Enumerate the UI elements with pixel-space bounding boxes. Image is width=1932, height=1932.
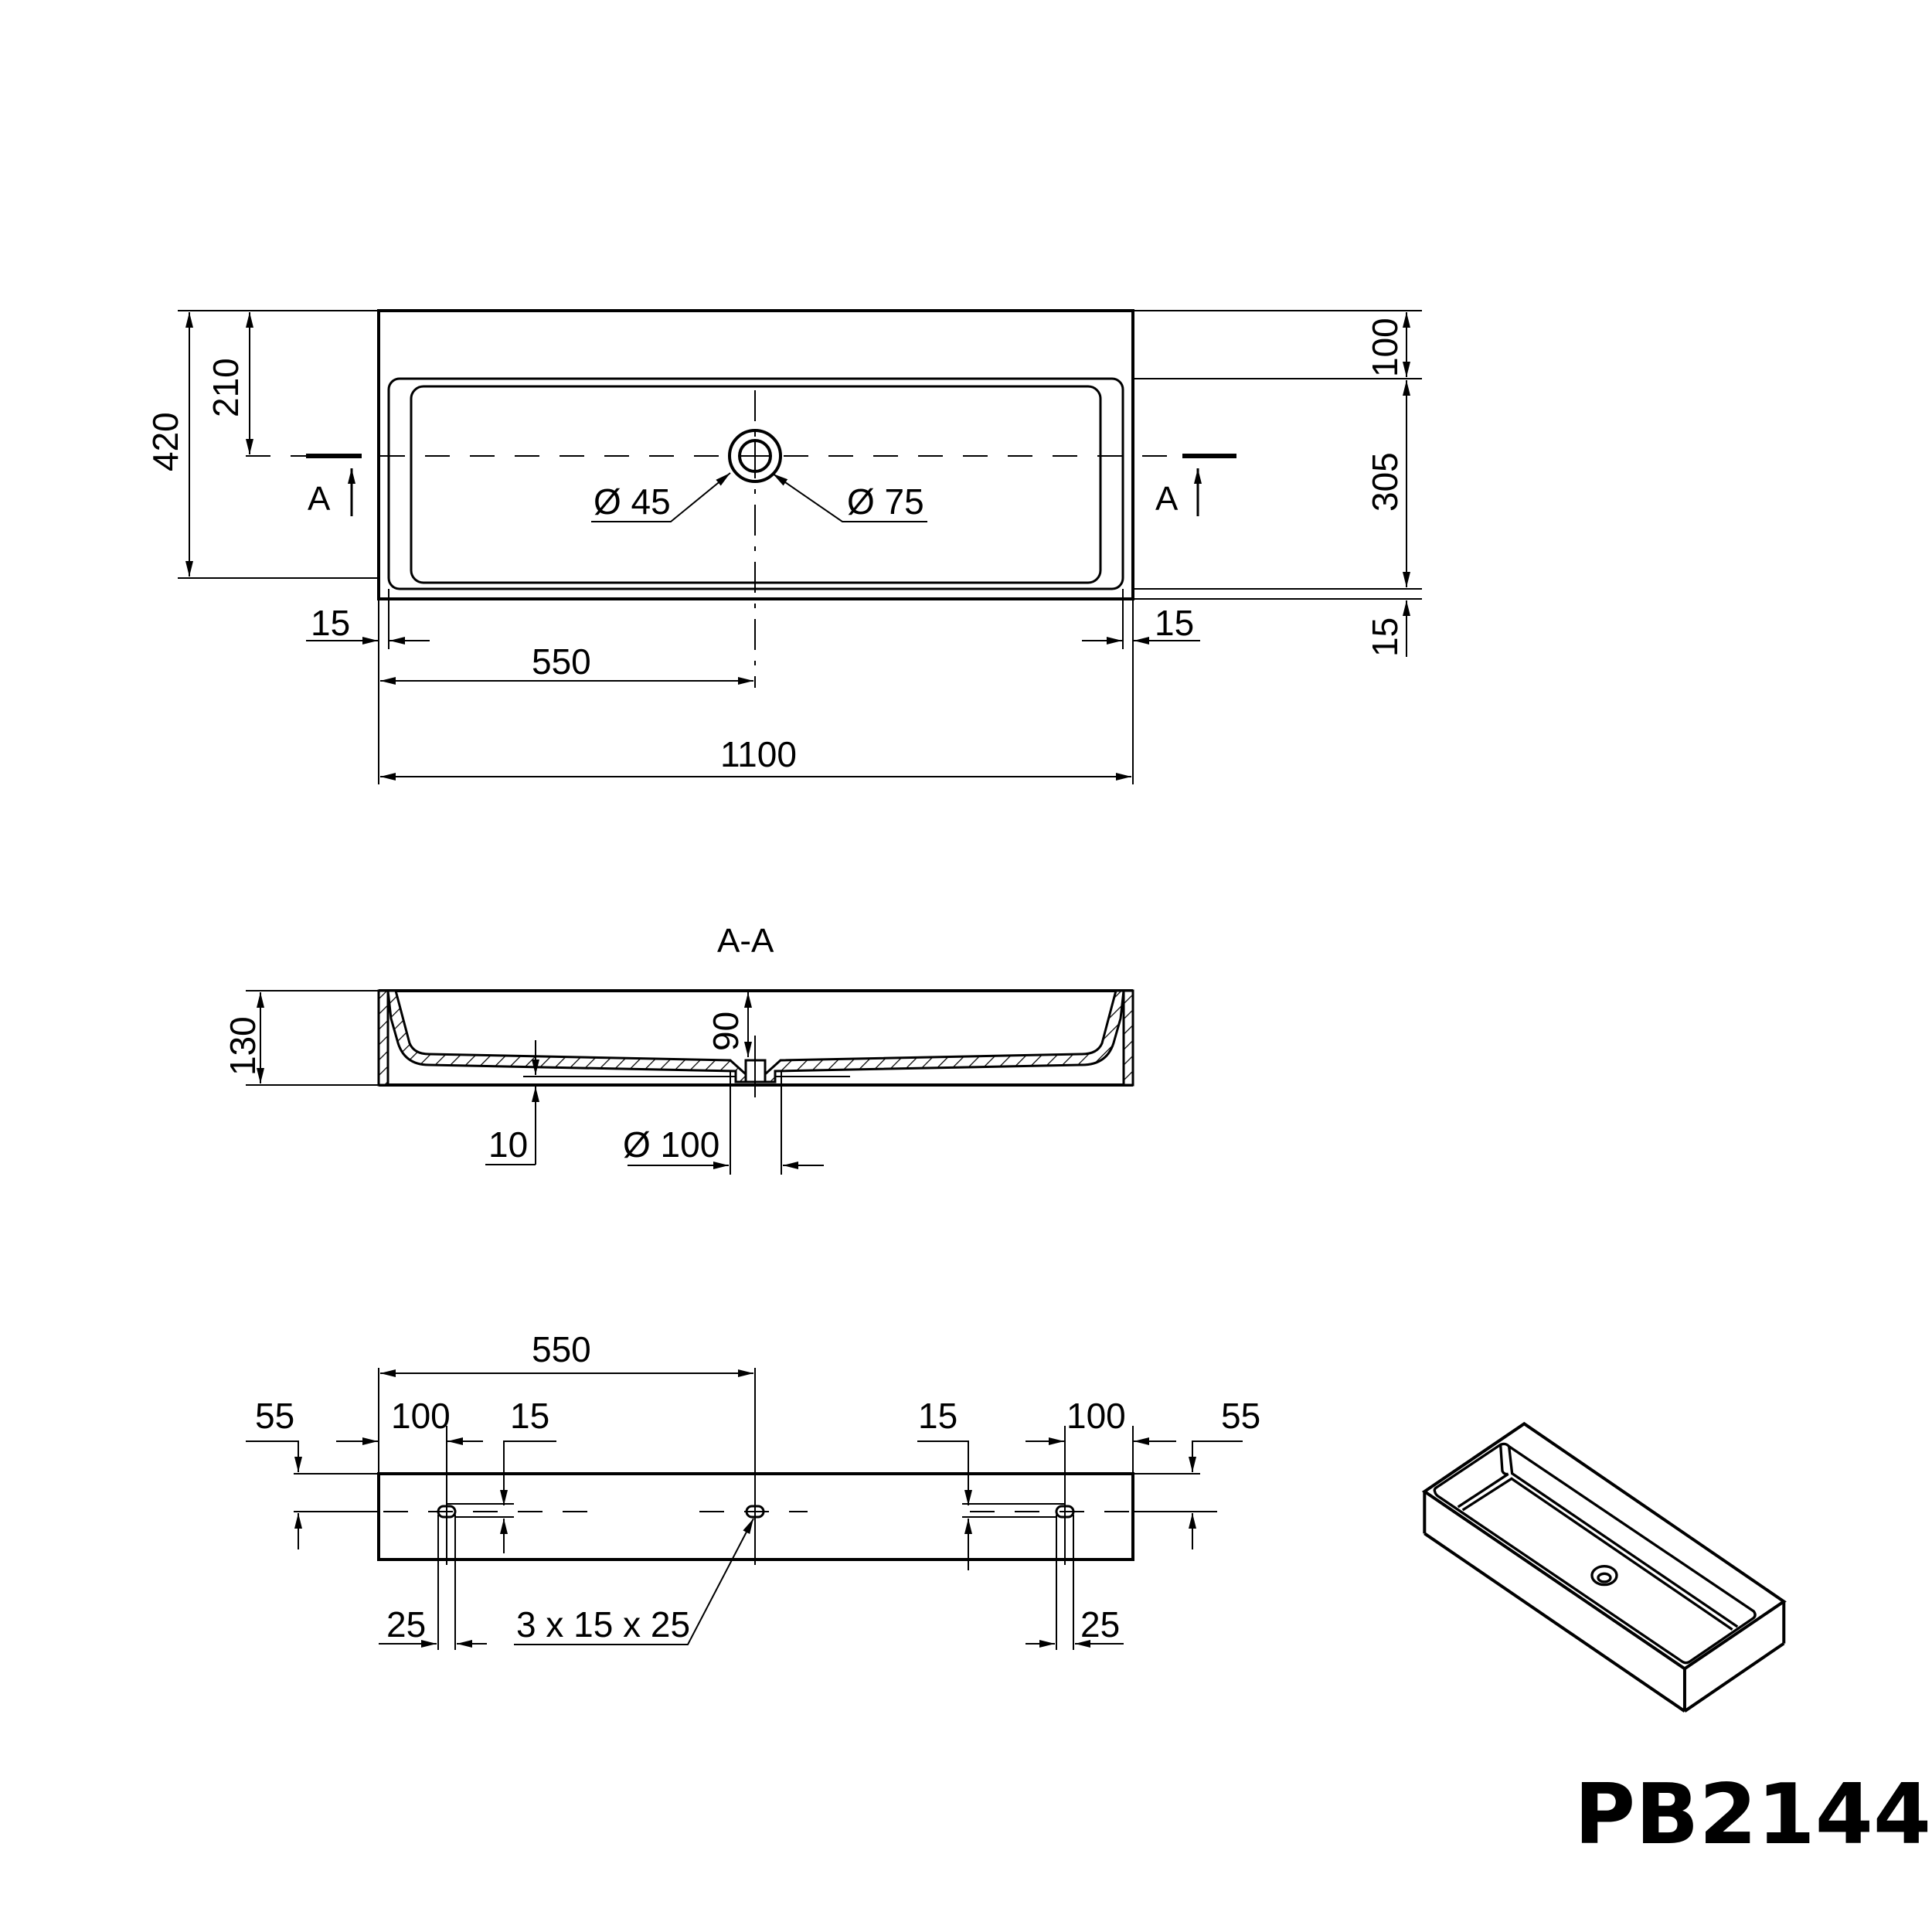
- isometric-view: [1421, 1421, 1787, 1713]
- dim-front-rim: 15: [1365, 617, 1405, 657]
- slot-spec-label: 3 x 15 x 25: [516, 1604, 690, 1645]
- dim-left-slot-width: 25: [386, 1604, 426, 1645]
- dim-basin-depth: 90: [706, 1012, 746, 1051]
- dim-overall-width: 1100: [720, 734, 797, 774]
- section-marker-right: A: [1155, 480, 1179, 518]
- dim-right-slot-height: 15: [918, 1396, 957, 1436]
- dim-drain-from-left: 550: [532, 641, 591, 682]
- dim-left-vertical-offset: 55: [255, 1396, 294, 1436]
- dim-basin-span: 305: [1365, 452, 1405, 512]
- back-view: 550 100 55 15 25 3 x 15 x 25 100: [246, 1329, 1260, 1650]
- dim-drain-from-back: 210: [206, 358, 246, 417]
- dim-left-rim: 15: [311, 603, 350, 643]
- drain-outer-diameter: Ø 75: [847, 481, 924, 522]
- dim-section-height: 130: [223, 1016, 263, 1076]
- dim-right-vertical-offset: 55: [1221, 1396, 1260, 1436]
- section-view: A-A 130 90 10 Ø 100: [223, 922, 1134, 1175]
- dim-back-ledge: 100: [1365, 318, 1405, 377]
- section-title: A-A: [717, 922, 774, 960]
- dim-back-center-offset: 550: [532, 1329, 591, 1369]
- basin-outer-outline: [377, 309, 1134, 600]
- dim-drain-boss: Ø 100: [623, 1124, 719, 1165]
- top-view: A A Ø 45 Ø 75 420 210 100 305 15 15: [145, 309, 1422, 784]
- dim-right-hole-offset: 100: [1066, 1396, 1126, 1436]
- drain-outer-circle: [728, 429, 782, 483]
- drain-inner-diameter: Ø 45: [594, 481, 671, 522]
- dim-left-slot-height: 15: [510, 1396, 549, 1436]
- dim-left-hole-offset: 100: [391, 1396, 451, 1436]
- section-marker-left: A: [308, 480, 331, 518]
- dim-base-clearance: 10: [488, 1124, 528, 1165]
- model-number: PB2144: [1574, 1767, 1931, 1863]
- dim-overall-depth: 420: [145, 412, 185, 471]
- dim-right-slot-width: 25: [1080, 1604, 1120, 1645]
- dim-right-rim: 15: [1155, 603, 1194, 643]
